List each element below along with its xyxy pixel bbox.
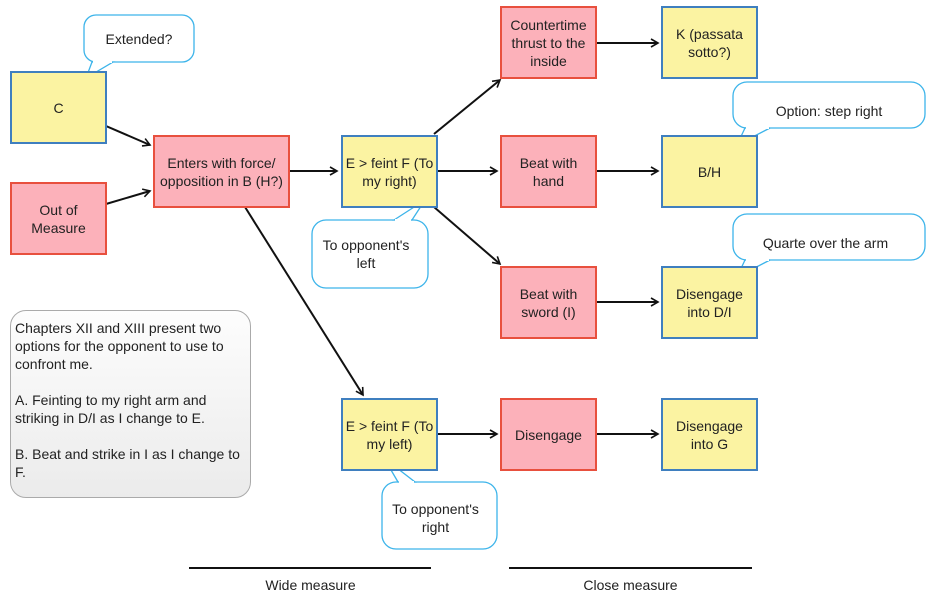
arrow-c-to-enters (105, 125, 152, 147)
arrow-enters-to-feint-left (244, 206, 364, 397)
node-feint-left: E > feint F (To my left) (341, 398, 438, 471)
note-option-a: A. Feinting to my right arm and striking… (15, 392, 207, 426)
node-feint-right: E > feint F (To my right) (341, 135, 438, 208)
node-enters: Enters with force/ opposition in B (H?) (153, 135, 290, 208)
node-beat-sword: Beat with sword (I) (500, 266, 597, 339)
note-option-b: B. Beat and strike in I as I change to F… (15, 446, 240, 480)
arrow-feint-to-beat-sword (433, 206, 502, 266)
node-k: K (passata sotto?) (661, 6, 758, 79)
node-c: C (10, 71, 107, 144)
node-out-of-measure: Out of Measure (10, 182, 107, 255)
callout-opp-left-shape (311, 199, 429, 289)
note-box: Chapters XII and XIII present two option… (10, 310, 251, 498)
note-intro: Chapters XII and XIII present two option… (15, 320, 224, 372)
callout-extended: Extended? (105, 30, 173, 47)
node-disengage-di: Disengage into D/I (661, 266, 758, 339)
node-bh: B/H (661, 135, 758, 208)
callout-step-right: Option: step right (775, 103, 883, 119)
node-beat-hand: Beat with hand (500, 135, 597, 208)
node-countertime: Countertime thrust to the inside (500, 6, 597, 79)
callout-opp-right: To opponent's right (392, 501, 479, 535)
callout-quarte: Quarte over the arm (762, 235, 889, 251)
arrow-feint-to-countertime (433, 78, 502, 135)
callout-opp-left: To opponent's left (322, 237, 410, 271)
callout-quarte-shape (732, 213, 926, 279)
close-measure-label: Close measure (583, 577, 678, 593)
node-disengage: Disengage (500, 398, 597, 471)
node-disengage-g: Disengage into G (661, 398, 758, 471)
wide-measure-label: Wide measure (265, 577, 356, 593)
arrow-oom-to-enters (105, 188, 152, 205)
